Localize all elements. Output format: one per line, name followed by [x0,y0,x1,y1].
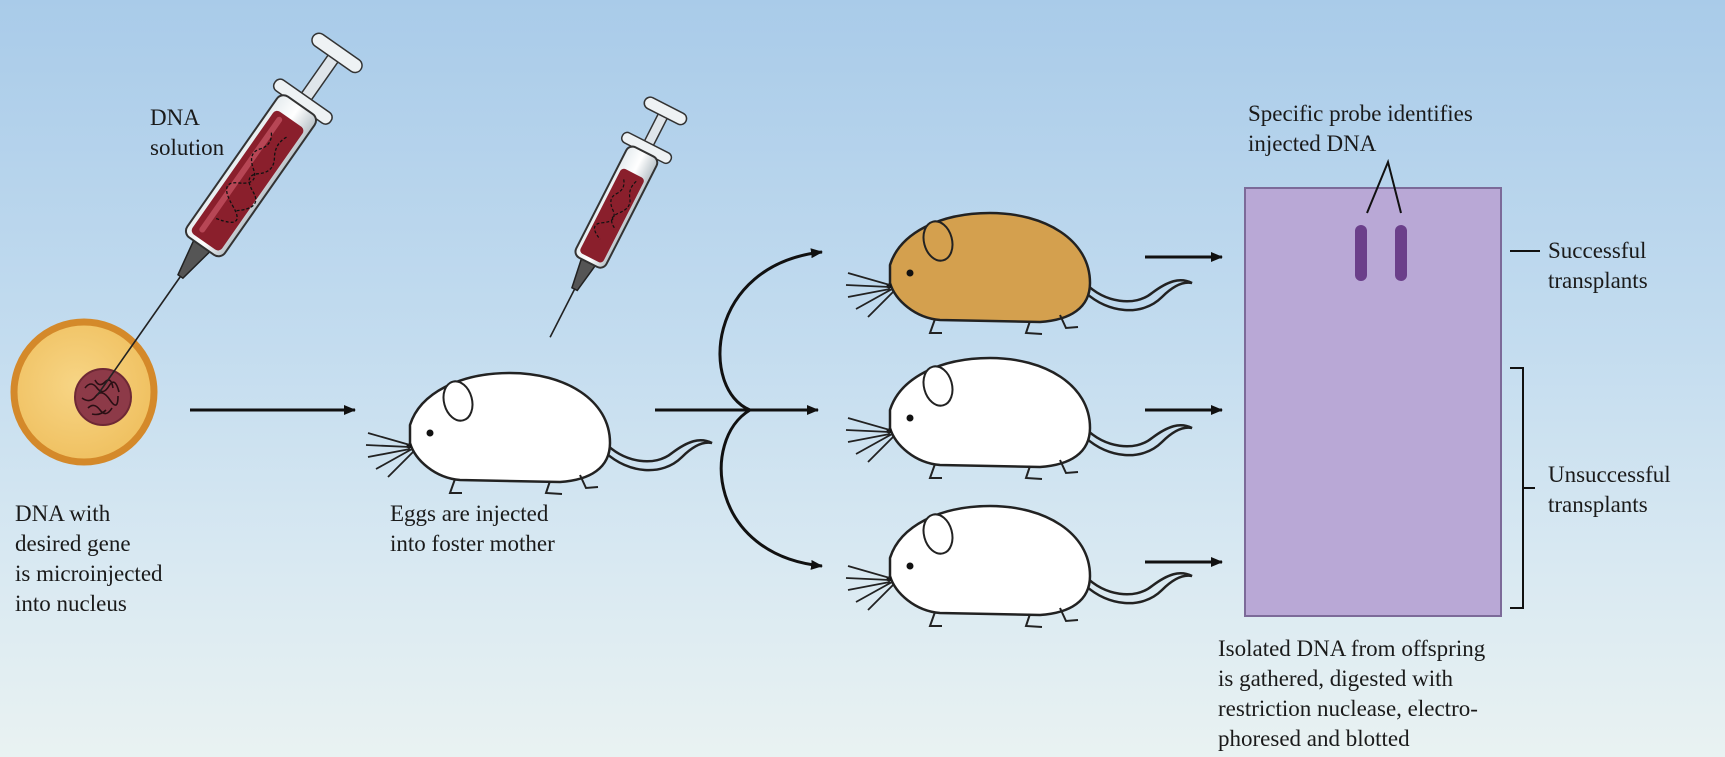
label-line: Eggs are injected [390,499,555,529]
label-line: DNA with [15,499,163,529]
offspring-mouse-brown [846,213,1192,334]
label-line: Unsuccessful [1548,460,1671,490]
label-line: Isolated DNA from offspring [1218,634,1485,664]
foster-mother-mouse [366,373,712,494]
offspring-mouse-white-2 [846,506,1192,627]
label-line: solution [150,133,224,163]
offspring-mouse-white-1 [846,358,1192,479]
label-line: Successful [1548,236,1648,266]
label-isolated-dna: Isolated DNA from offspring is gathered,… [1218,634,1485,754]
cell-nucleus [75,369,131,425]
label-line: into nucleus [15,589,163,619]
syringe-egg-injection [526,93,692,349]
label-line: is microinjected [15,559,163,589]
label-eggs-injected: Eggs are injected into foster mother [390,499,555,559]
blot-membrane [1245,188,1501,616]
arrow-branch-down [721,410,822,566]
label-line: injected DNA [1248,129,1473,159]
unsuccessful-bracket [1510,368,1535,608]
label-line: Specific probe identifies [1248,99,1473,129]
label-unsuccessful: Unsuccessful transplants [1548,460,1671,520]
label-probe: Specific probe identifies injected DNA [1248,99,1473,159]
label-line: into foster mother [390,529,555,559]
arrow-branch-up [720,252,822,410]
label-dna-with-gene: DNA with desired gene is microinjected i… [15,499,163,619]
label-line: is gathered, digested with [1218,664,1485,694]
label-line: transplants [1548,490,1671,520]
label-dna-solution: DNA solution [150,103,224,163]
label-line: restriction nuclease, electro- [1218,694,1485,724]
label-line: phoresed and blotted [1218,724,1485,754]
label-line: DNA [150,103,224,133]
label-line: desired gene [15,529,163,559]
blot-band-2 [1395,225,1407,281]
label-line: transplants [1548,266,1648,296]
blot-band-1 [1355,225,1367,281]
label-successful: Successful transplants [1548,236,1648,296]
